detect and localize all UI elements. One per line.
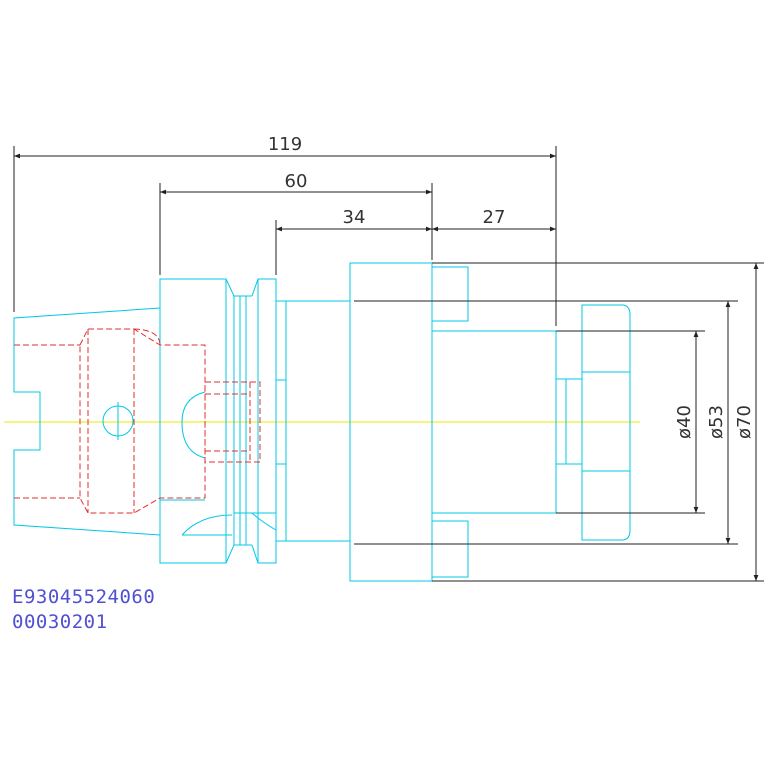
hidden-features <box>14 328 261 514</box>
dim-label-119: 119 <box>268 134 302 155</box>
part-number: E93045524060 <box>12 586 156 608</box>
tool-body <box>349 262 631 582</box>
dim-label-dia53: ø53 <box>706 405 727 439</box>
dim-label-dia40: ø40 <box>674 405 695 439</box>
dimension-lines <box>13 146 764 582</box>
dim-label-27: 27 <box>483 207 506 228</box>
dim-label-60: 60 <box>285 171 308 192</box>
taper-shank <box>13 278 350 564</box>
dim-label-dia70: ø70 <box>734 405 755 439</box>
part-code: 00030201 <box>12 611 108 633</box>
dim-label-34: 34 <box>343 207 366 228</box>
